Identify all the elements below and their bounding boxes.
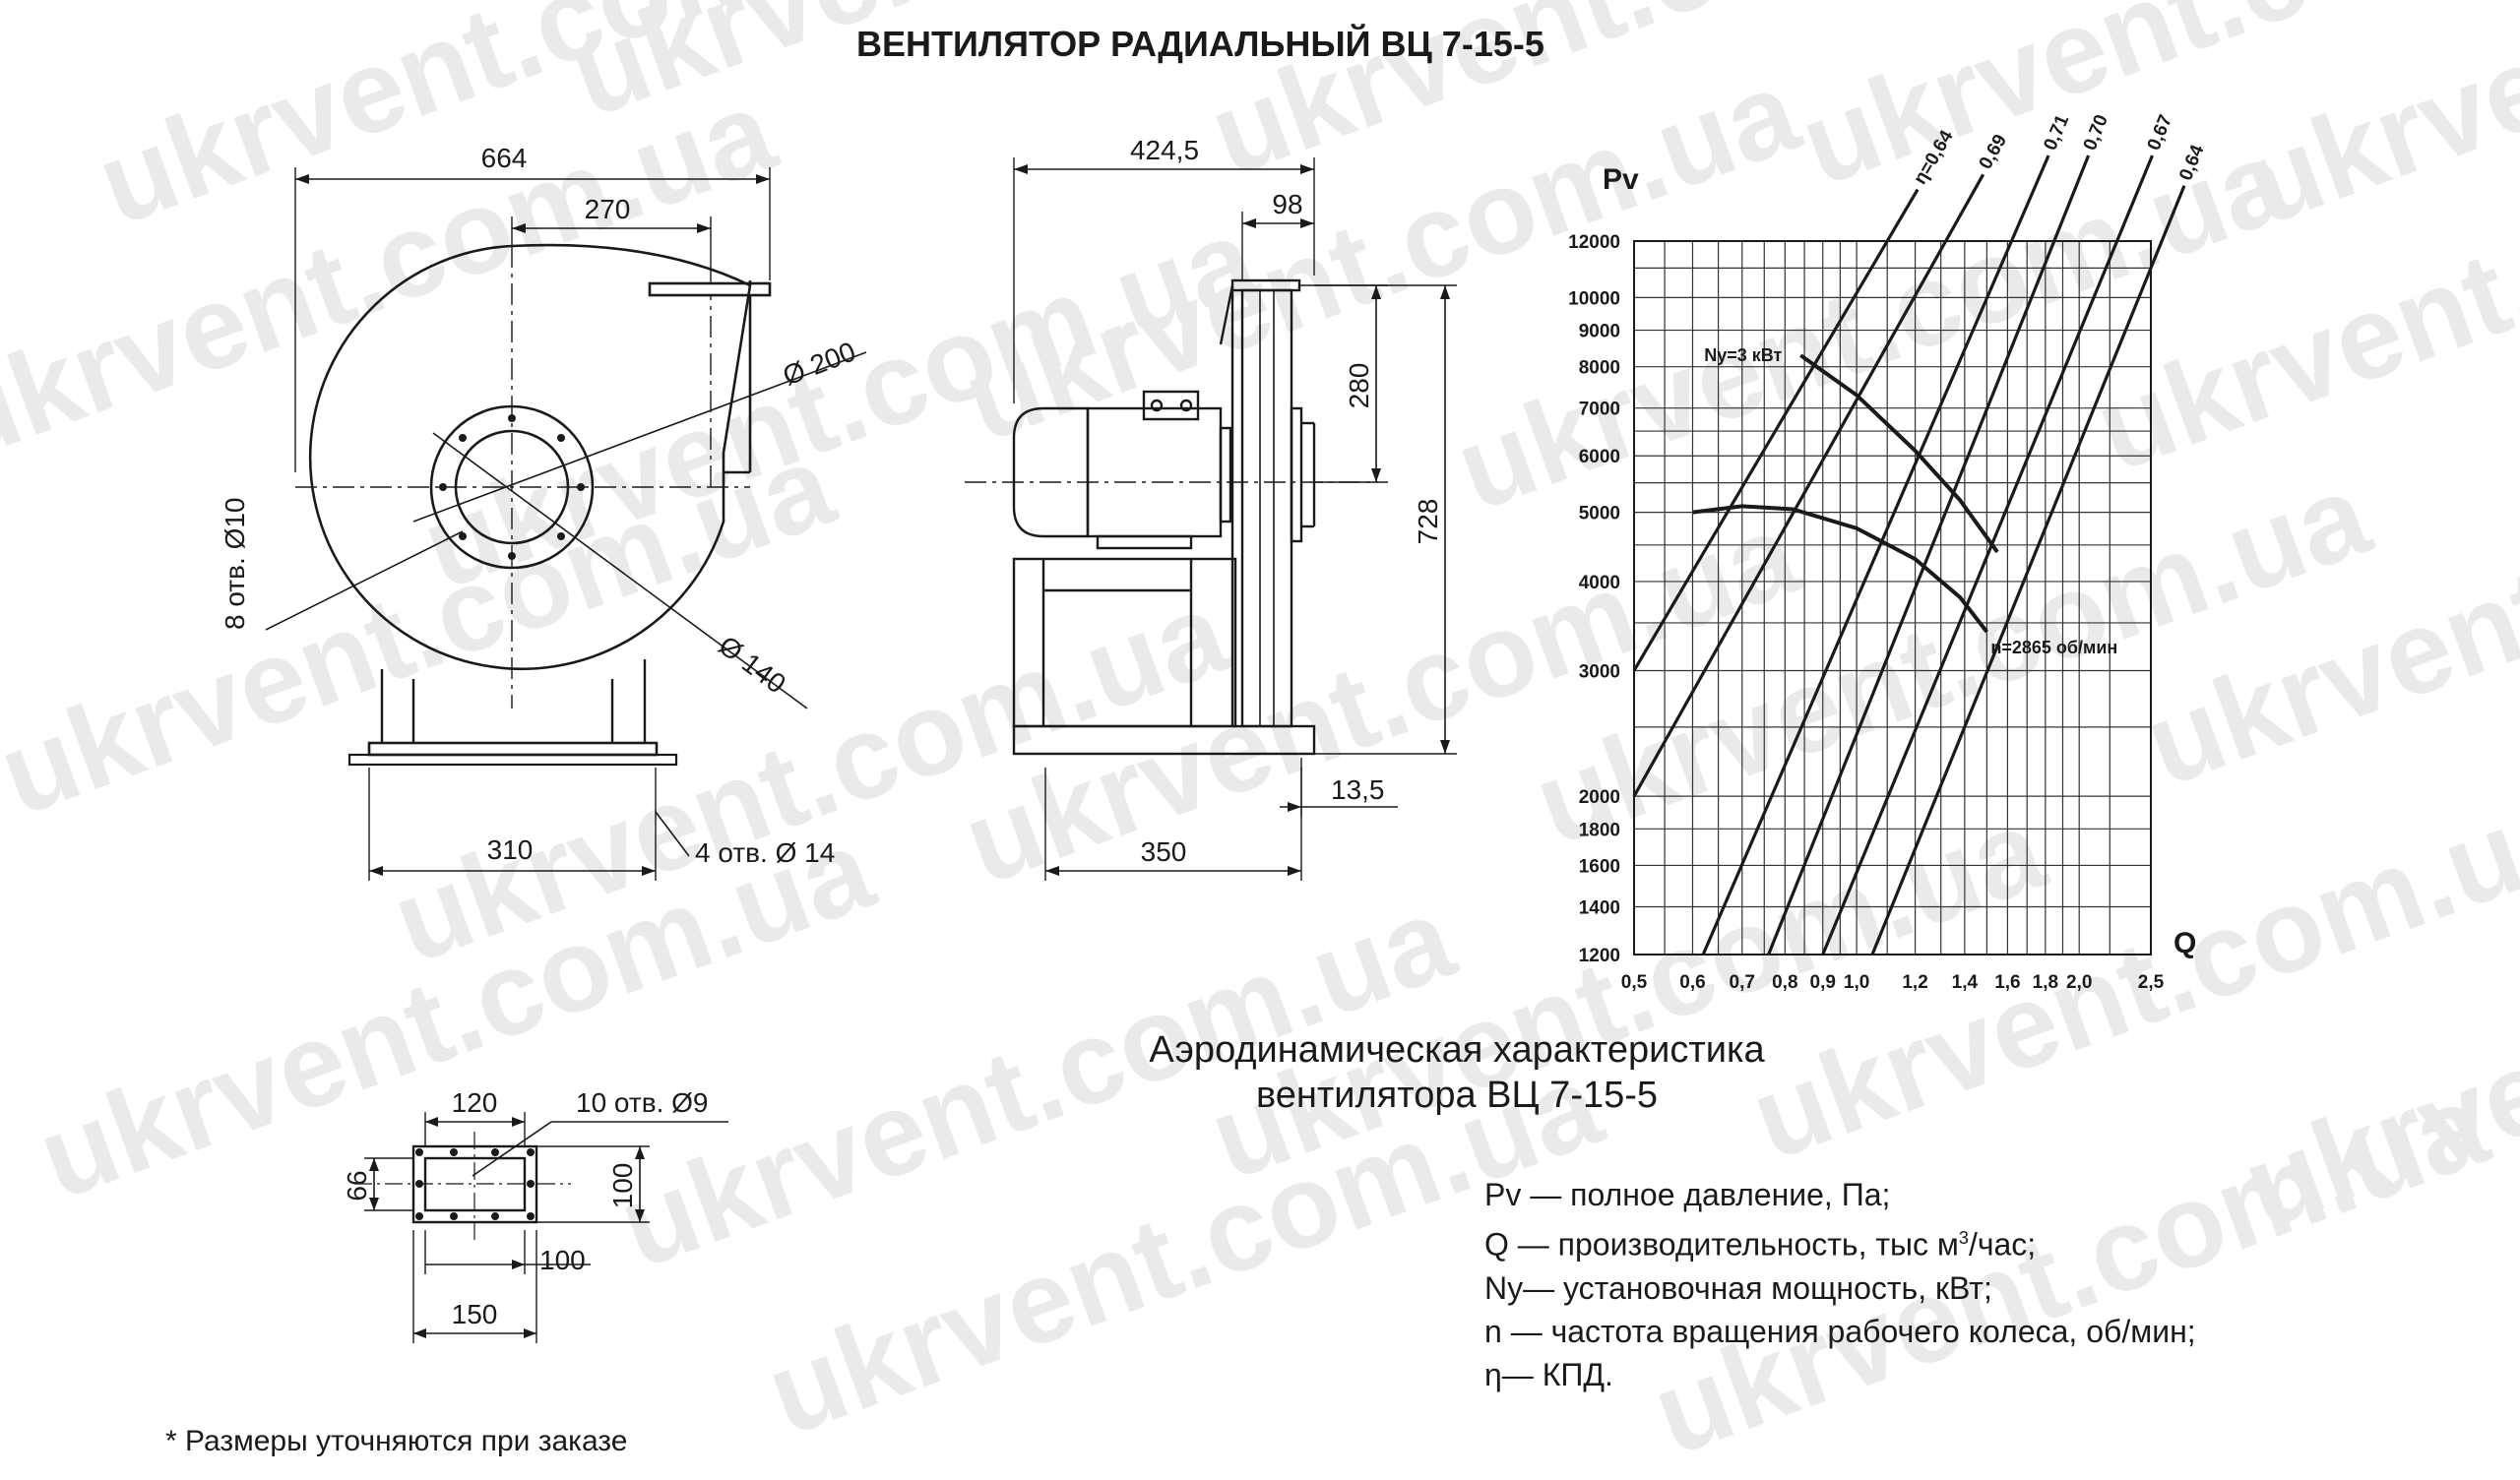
- dim-holes4-label: 4 отв. Ø 14: [695, 837, 835, 868]
- efficiency-line: [1701, 154, 2050, 956]
- y-tick-label: 2000: [1579, 787, 1620, 808]
- efficiency-label: 0,69: [1976, 131, 2011, 173]
- dim-310-label: 310: [487, 834, 534, 865]
- inlet-flange-side: [1290, 406, 1303, 543]
- x-tick-label: 2,0: [2066, 972, 2092, 993]
- x-tick-label: 1,4: [1952, 972, 1979, 993]
- chart-caption: Аэродинамическая характеристика вентилят…: [1014, 1027, 1900, 1118]
- dim-664-label: 664: [481, 143, 528, 173]
- performance-curve: [1692, 504, 1988, 634]
- legend-ny: Ny— установочная мощность, кВт;: [1484, 1269, 1992, 1306]
- efficiency-label: η=0,64: [1910, 127, 1958, 188]
- efficiency-label: 0,71: [2040, 111, 2073, 154]
- y-tick-label: 9000: [1579, 322, 1620, 342]
- efficiency-label: 0,70: [2080, 112, 2112, 154]
- y-axis-label: Pv: [1603, 163, 1639, 196]
- dim-98-label: 98: [1272, 189, 1302, 219]
- dim-66-label: 66: [342, 1170, 372, 1201]
- terminal-box: [1142, 390, 1200, 421]
- curve-label: n=2865 об/мин: [1990, 638, 2117, 657]
- y-tick-label: 7000: [1579, 400, 1620, 420]
- y-tick-label: 1800: [1579, 820, 1620, 840]
- y-tick-label: 12000: [1568, 232, 1620, 253]
- volute-outline: [308, 244, 752, 671]
- legend-eta: η— КПД.: [1484, 1356, 1613, 1392]
- x-axis-label: Q: [2174, 927, 2196, 959]
- y-tick-label: 4000: [1579, 573, 1620, 593]
- x-tick-label: 1,6: [1994, 972, 2020, 993]
- y-tick-label: 10000: [1568, 288, 1620, 309]
- x-tick-labels: 0,5 0,6 0,7 0,8 0,9 1,0 1,2 1,4 1,6 1,8 2,0 2,5: [1621, 972, 2165, 993]
- dim-270-label: 270: [585, 194, 631, 224]
- dim-728-label: 728: [1413, 499, 1443, 545]
- x-tick-label: 1,8: [2033, 972, 2058, 993]
- efficiency-line: [1767, 154, 2091, 956]
- legend-n: n — частота вращения рабочего колеса, об…: [1484, 1313, 2196, 1349]
- y-tick-label: 3000: [1579, 661, 1620, 682]
- performance-curves: Ny=3 кВт n=2865 об/мин: [1692, 345, 2117, 657]
- symbol-legend: Pv — полное давление, Па; Q — производит…: [1484, 1173, 2196, 1396]
- outlet-flange: [648, 281, 772, 297]
- x-tick-label: 2,5: [2138, 972, 2165, 993]
- dim-4245-label: 424,5: [1130, 135, 1199, 165]
- y-tick-labels: 1200 1400 1600 1800 2000 3000 4000 5000 6000 7000…: [1568, 232, 1620, 966]
- x-tick-label: 0,7: [1730, 972, 1755, 993]
- efficiency-line: [1632, 173, 1985, 797]
- dim-100h-label: 100: [539, 1245, 586, 1275]
- performance-curve: [1799, 353, 1999, 554]
- x-tick-label: 1,0: [1844, 972, 1869, 993]
- legend-pv: Pv — полное давление, Па;: [1484, 1177, 1891, 1212]
- y-tick-label: 1600: [1579, 856, 1620, 877]
- y-tick-label: 1400: [1579, 897, 1620, 918]
- efficiency-line: [1821, 154, 2154, 956]
- x-tick-label: 0,8: [1772, 972, 1797, 993]
- motor-endcap: [1012, 406, 1090, 538]
- efficiency-label: 0,67: [2144, 112, 2177, 154]
- footnote: * Размеры уточняются при заказе: [165, 1425, 628, 1457]
- efficiency-line: [1870, 185, 2186, 956]
- chart-caption-line2: вентилятора ВЦ 7-15-5: [1255, 1075, 1659, 1116]
- dim-120-label: 120: [452, 1087, 498, 1118]
- page-title: ВЕНТИЛЯТОР РАДИАЛЬНЫЙ ВЦ 7-15-5: [856, 24, 1544, 64]
- y-tick-label: 8000: [1579, 358, 1620, 379]
- efficiency-line: [1632, 188, 1920, 672]
- chart-caption-line1: Аэродинамическая характеристика: [1149, 1029, 1765, 1071]
- x-tick-label: 0,5: [1621, 972, 1648, 993]
- base-frame: [1012, 724, 1316, 756]
- dim-135-label: 13,5: [1331, 774, 1385, 805]
- x-tick-label: 1,2: [1902, 972, 1927, 993]
- y-tick-label: 5000: [1579, 504, 1620, 524]
- flange-bolt-holes: [415, 1148, 535, 1220]
- chart-grid: [1633, 240, 2152, 956]
- x-tick-label: 0,9: [1810, 972, 1836, 993]
- legend-q: Q — производительность, тыс м3/час;: [1484, 1226, 2037, 1263]
- curve-label: Ny=3 кВт: [1704, 345, 1782, 365]
- dim-350-label: 350: [1141, 836, 1187, 867]
- y-tick-label: 1200: [1579, 946, 1620, 966]
- efficiency-label: 0,64: [2175, 142, 2209, 184]
- x-tick-label: 0,6: [1679, 972, 1705, 993]
- inlet-bolt-holes: [439, 414, 585, 560]
- chart-frame: [1633, 240, 2152, 956]
- dim-holes8-label: 8 отв. Ø10: [220, 498, 250, 631]
- dim-holes10-label: 10 отв. Ø9: [576, 1087, 709, 1118]
- dim-100v-label: 100: [607, 1163, 638, 1209]
- dim-280-label: 280: [1344, 363, 1374, 409]
- dim-150-label: 150: [452, 1299, 498, 1329]
- y-tick-label: 6000: [1579, 447, 1620, 467]
